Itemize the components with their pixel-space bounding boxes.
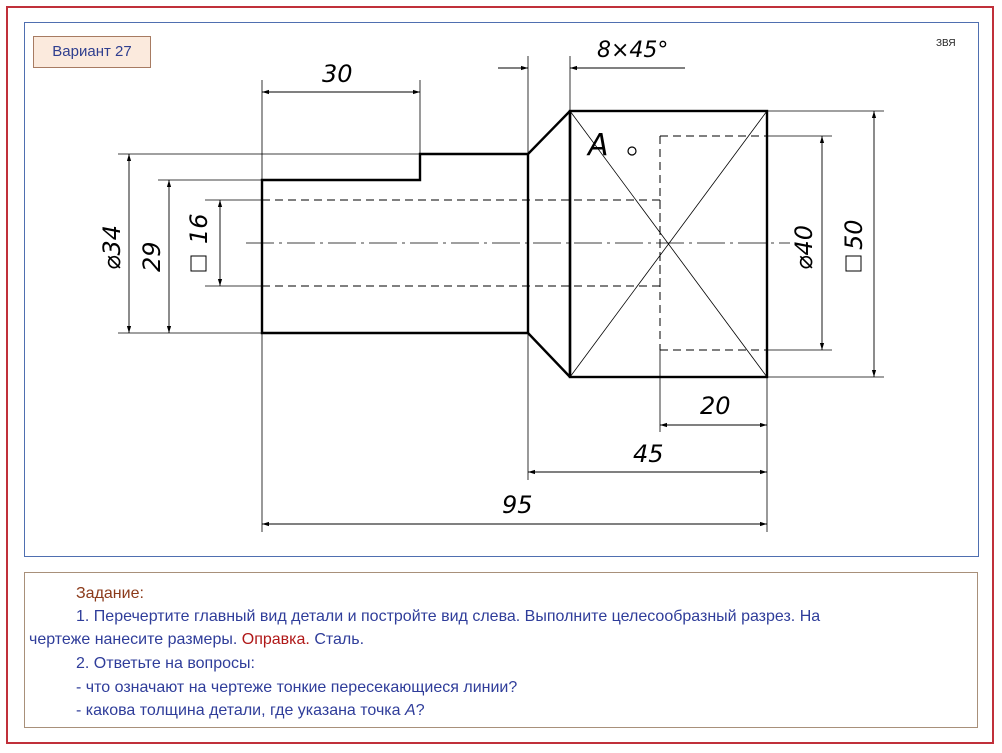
question-2-suffix: ? <box>415 702 425 719</box>
point-a-label: A <box>586 128 609 163</box>
dim-30-label: 30 <box>322 60 353 88</box>
author-mark: ЗВЯ <box>936 38 956 49</box>
square-head-outline <box>568 109 769 379</box>
chamfer-outline <box>527 110 572 378</box>
dim-dia34-label: ⌀34 <box>98 225 126 270</box>
dim-95-label: 95 <box>502 491 533 519</box>
dim-29-label: 29 <box>138 241 166 272</box>
part-outline <box>260 109 769 379</box>
material-name: Сталь. <box>314 631 365 648</box>
task-item-1-continuation: чертеже нанесите размеры. Оправка. Сталь… <box>29 631 364 649</box>
task-item-2: 2. Ответьте на вопросы: <box>76 655 255 672</box>
variant-badge: Вариант 27 <box>33 36 151 68</box>
dimension-lines <box>126 65 877 527</box>
point-a-marker <box>627 146 637 156</box>
question-2: - какова толщина детали, где указана точ… <box>76 702 425 720</box>
dim-16-label: 16 <box>185 213 213 244</box>
question-2-point: А <box>405 702 416 719</box>
part-name: Оправка. <box>241 631 310 648</box>
square-symbols <box>190 255 862 272</box>
flat-face-diagonals <box>569 110 768 378</box>
square-symbol-50 <box>845 255 862 272</box>
task-item-1: 1. Перечертите главный вид детали и пост… <box>76 608 821 625</box>
dim-20-label: 20 <box>700 392 731 420</box>
shaft-outline <box>260 152 530 335</box>
dim-45-label: 45 <box>633 440 664 468</box>
dim-chamfer-label: 8×45° <box>597 38 668 63</box>
dim-dia40-label: ⌀40 <box>790 225 818 270</box>
task-title: Задание: <box>76 585 144 602</box>
extension-lines <box>118 56 884 532</box>
dim-50-label: 50 <box>840 219 868 250</box>
question-2-prefix: - какова толщина детали, где указана точ… <box>76 702 401 719</box>
square-symbol-16 <box>190 255 207 272</box>
task-item-1-cont-text: чертеже нанесите размеры. <box>29 631 238 648</box>
question-1: - что означают на чертеже тонкие пересек… <box>76 679 518 696</box>
task-panel: Задание: 1. Перечертите главный вид дета… <box>24 572 978 728</box>
